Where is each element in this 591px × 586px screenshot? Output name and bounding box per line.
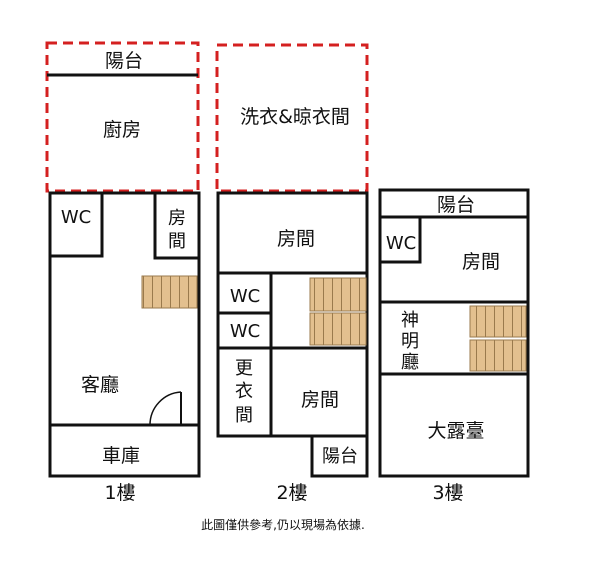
floor2-outer-wall	[216, 191, 369, 478]
floor2-dressing-char-2: 衣	[235, 381, 253, 402]
floor2-bedroom-bottom-label: 房間	[301, 389, 339, 411]
floor3-shrine-char-2: 明	[401, 331, 419, 352]
floor2-wc-a-label: WC	[230, 286, 260, 307]
disclaimer-note: 此圖僅供參考,仍以現場為依據.	[201, 517, 365, 532]
floor1-dashed-outline	[45, 41, 200, 193]
floor3-shrine-char-1: 神	[401, 310, 419, 331]
floor3-stairs-upper	[469, 305, 527, 338]
floor2-dressing-char-3: 間	[235, 405, 253, 426]
floor1-bedroom-char-1: 房	[168, 208, 186, 229]
floor1-garage-label: 車庫	[102, 445, 140, 467]
floor1-stairs	[141, 275, 198, 309]
floor3-stairs-lower	[469, 339, 527, 372]
floor-1: 陽台 廚房 WC 房 間 客廳 車庫 1樓	[45, 41, 201, 504]
floor1-kitchen-label: 廚房	[103, 118, 141, 141]
floor1-wc-label: WC	[61, 207, 91, 228]
floor2-caption: 2樓	[276, 482, 307, 504]
floor1-living-label: 客廳	[81, 374, 119, 396]
floor3-caption: 3樓	[432, 482, 463, 504]
floor1-door-arc	[149, 391, 182, 426]
floor2-stairs-upper	[309, 277, 367, 312]
floor1-bedroom-char-2: 間	[168, 231, 186, 252]
floor2-laundry-label: 洗衣&晾衣間	[240, 106, 350, 128]
floor3-bedroom-label: 房間	[462, 251, 500, 273]
floor1-caption: 1樓	[104, 482, 135, 504]
floor3-outer-wall	[378, 188, 530, 478]
floor2-stairs-lower	[309, 312, 367, 346]
floor3-wc-wall	[380, 217, 422, 264]
floor2-balcony-label: 陽台	[322, 446, 358, 467]
floor1-balcony-label: 陽台	[105, 50, 143, 72]
floor3-shrine-char-3: 廳	[401, 352, 419, 373]
floor2-dressing-char-1: 更	[235, 358, 253, 379]
floor1-outer-wall	[48, 191, 201, 478]
floor2-wc-b-label: WC	[230, 321, 260, 342]
floor2-bedroom-top-label: 房間	[277, 228, 315, 250]
floor-2: 洗衣&晾衣間 房間 WC WC 更 衣 間 房間 陽台 2樓	[215, 43, 369, 504]
floor3-balcony-label: 陽台	[437, 194, 475, 216]
floor1-wc-wall	[50, 193, 104, 258]
floor2-dashed-outline	[215, 43, 369, 193]
floor3-terrace-label: 大露臺	[427, 420, 484, 442]
floor1-bedroom-wall	[153, 193, 199, 260]
floor-3: 陽台 WC 房間 神 明 廳 大露臺 3樓	[378, 188, 530, 504]
floor3-wc-label: WC	[386, 233, 416, 254]
